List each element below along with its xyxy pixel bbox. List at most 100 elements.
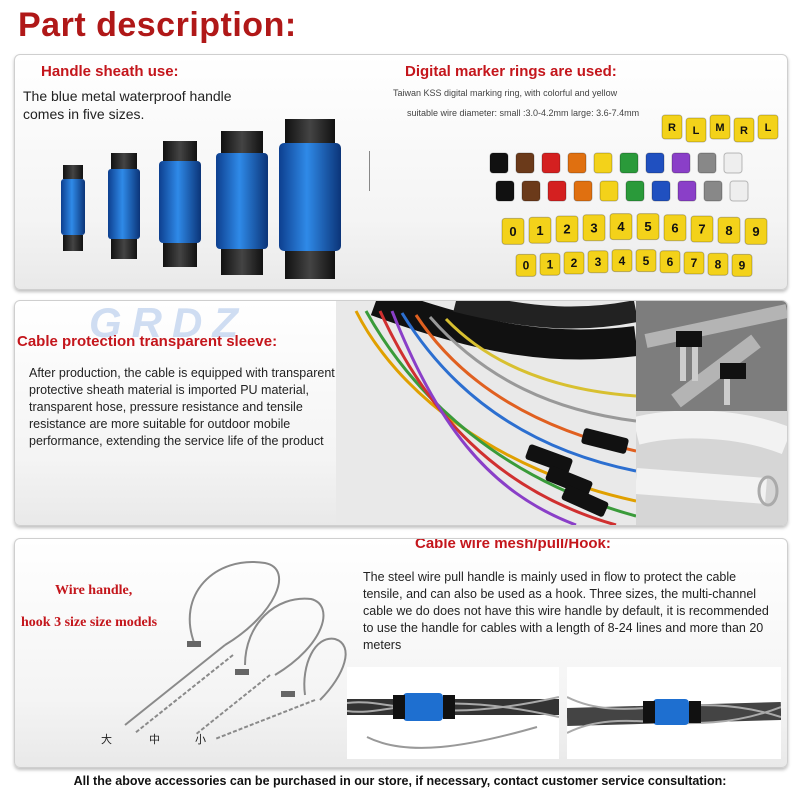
marker-ring-color (495, 180, 515, 202)
marker-ring-color (671, 152, 691, 174)
svg-text:0: 0 (509, 224, 516, 239)
marker-ring-letter: L (685, 117, 707, 143)
marker-ring-digit: 9 (731, 253, 753, 277)
svg-text:7: 7 (691, 256, 698, 270)
wire-mesh-example-2 (567, 667, 781, 759)
panel-wire-mesh: Wire handle, hook 3 size size models 大 中… (14, 538, 788, 768)
marker-ring-color (645, 152, 665, 174)
svg-text:L: L (693, 125, 700, 137)
svg-text:9: 9 (739, 259, 746, 273)
marker-ring-color (723, 152, 743, 174)
sleeve-text: After production, the cable is equipped … (29, 366, 335, 448)
svg-text:4: 4 (617, 219, 625, 234)
svg-text:7: 7 (698, 222, 705, 237)
wire-mesh-example-1 (347, 667, 559, 759)
marker-ring-color (593, 152, 613, 174)
svg-text:5: 5 (643, 254, 650, 268)
sleeve-heading: Cable protection transparent sleeve: (17, 333, 278, 350)
svg-text:M: M (715, 122, 724, 134)
marker-ring-letter: M (709, 114, 731, 140)
marker-ring-color (541, 152, 561, 174)
marker-ring-digit: 2 (555, 215, 579, 243)
marker-ring-digit: 8 (717, 216, 741, 244)
handle-sheath-text: The blue metal waterproof handle comes i… (23, 88, 232, 122)
footer-note: All the above accessories can be purchas… (73, 774, 727, 788)
wire-mesh-heading: Cable wire mesh/pull/Hook: (415, 538, 611, 552)
marker-ring-digit: 4 (609, 213, 633, 241)
svg-text:L: L (765, 122, 772, 134)
size-label-small: 小 (195, 734, 206, 746)
marker-ring-color (619, 152, 639, 174)
marker-ring-digit: 2 (563, 251, 585, 275)
svg-text:0: 0 (523, 259, 530, 273)
svg-text:2: 2 (563, 222, 570, 237)
panel-handle-and-rings: Handle sheath use: The blue metal waterp… (14, 54, 788, 290)
marker-ring-digit: 4 (611, 249, 633, 273)
watermark-logo: GRDZ (89, 300, 248, 346)
marker-ring-color (547, 180, 567, 202)
svg-text:5: 5 (644, 219, 651, 234)
svg-text:R: R (668, 122, 676, 134)
marker-ring-digit: 1 (539, 252, 561, 276)
size-label-medium: 中 (149, 734, 160, 746)
marker-ring-digit: 6 (659, 250, 681, 274)
marker-ring-color (515, 152, 535, 174)
svg-text:6: 6 (667, 255, 674, 269)
marker-ring-digit: 1 (528, 216, 552, 244)
colored-cables-image (336, 301, 636, 525)
svg-text:4: 4 (619, 254, 626, 268)
panel1-divider (369, 151, 370, 191)
svg-text:1: 1 (547, 257, 554, 271)
svg-text:8: 8 (715, 257, 722, 271)
marker-ring-digit: 9 (744, 217, 768, 245)
svg-text:1: 1 (536, 223, 543, 238)
marker-ring-color (697, 152, 717, 174)
marker-ring-digit: 0 (501, 217, 525, 245)
blue-handles-image (61, 119, 341, 279)
marker-ring-color (521, 180, 541, 202)
wire-handles-image (124, 560, 347, 740)
wire-handle-label-2: hook 3 size size models (21, 615, 158, 630)
marker-ring-digit: 7 (683, 251, 705, 275)
marker-rings-line2: suitable wire diameter: small :3.0-4.2mm… (407, 108, 640, 118)
handle-size-2 (108, 153, 140, 259)
marker-ring-color (567, 152, 587, 174)
marker-ring-color (599, 180, 619, 202)
svg-text:3: 3 (590, 220, 597, 235)
svg-text:6: 6 (671, 220, 678, 235)
marker-ring-digit: 5 (636, 213, 660, 241)
marker-ring-digit: 5 (635, 249, 657, 273)
svg-text:8: 8 (725, 223, 732, 238)
marker-ring-color (729, 180, 749, 202)
marker-rings-image: R L M R L 0 1 2 3 4 5 6 7 8 9 0 1 2 3 4 5 6 7 8 9 (489, 114, 779, 277)
marker-rings-line1: Taiwan KSS digital marking ring, with co… (393, 88, 618, 98)
marker-ring-color (573, 180, 593, 202)
panel-transparent-sleeve: GRDZ Cable protection transparent sleeve… (14, 300, 788, 526)
page-title: Part description: (18, 6, 297, 44)
marker-ring-letter: R (733, 117, 755, 143)
handle-size-4 (216, 131, 268, 275)
svg-text:2: 2 (571, 256, 578, 270)
marker-ring-color (677, 180, 697, 202)
wire-handle-label-1: Wire handle, (55, 583, 133, 598)
svg-text:9: 9 (752, 224, 759, 239)
marker-rings-heading: Digital marker rings are used: (405, 63, 617, 80)
marker-ring-letter: L (757, 114, 779, 140)
marker-ring-digit: 8 (707, 252, 729, 276)
transparent-hose-image (636, 411, 787, 525)
size-label-large: 大 (101, 734, 112, 746)
marker-ring-letter: R (661, 114, 683, 140)
marker-ring-digit: 0 (515, 253, 537, 277)
connector-sleeve-image (636, 301, 787, 411)
wire-mesh-text: The steel wire pull handle is mainly use… (363, 570, 769, 652)
marker-ring-color (489, 152, 509, 174)
handle-sheath-heading: Handle sheath use: (41, 63, 179, 80)
handle-size-1 (61, 165, 85, 251)
marker-ring-color (625, 180, 645, 202)
marker-ring-digit: 3 (587, 250, 609, 274)
svg-text:R: R (740, 125, 748, 137)
handle-size-3 (159, 141, 201, 267)
marker-ring-digit: 6 (663, 214, 687, 242)
svg-text:3: 3 (595, 255, 602, 269)
marker-ring-color (651, 180, 671, 202)
